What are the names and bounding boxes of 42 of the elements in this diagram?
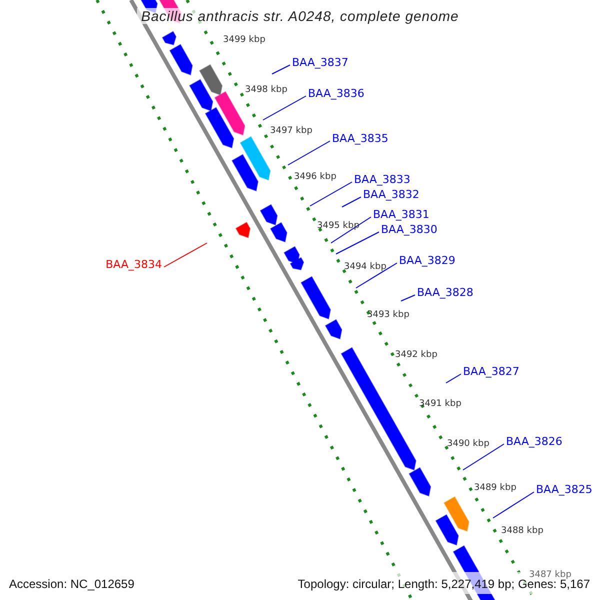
position-label: 3499 kbp	[223, 35, 266, 46]
gene-label: BAA_3837	[292, 56, 348, 69]
leader-line	[336, 232, 380, 254]
genome-summary-text: Topology: circular; Length: 5,227,419 bp; Genes: 5,167	[298, 577, 590, 593]
leader-line	[262, 96, 306, 120]
leader-line	[310, 182, 352, 206]
leader-line	[446, 374, 462, 384]
gene-label: BAA_3832	[363, 188, 420, 201]
position-label: 3487 kbp	[529, 570, 572, 580]
position-label: 3490 kbp	[447, 439, 490, 450]
gene-label: BAA_3834	[106, 258, 162, 271]
position-label: 3491 kbp	[419, 399, 462, 410]
accession-text: Accession: NC_012659	[9, 576, 134, 593]
gene-label: BAA_3825	[536, 483, 592, 496]
position-label: 3493 kbp	[367, 310, 410, 321]
position-label: 3497 kbp	[270, 126, 312, 137]
leader-line	[164, 242, 208, 268]
leader-line	[342, 196, 362, 208]
gene-label: BAA_3836	[308, 87, 364, 100]
position-label: 3496 kbp	[294, 172, 336, 183]
leader-line	[492, 492, 534, 518]
leader-line	[400, 294, 416, 302]
title: Bacillus anthracis str. A0248, complete genome	[0, 6, 600, 27]
leader-line	[462, 444, 504, 470]
gene-label: BAA_3830	[381, 223, 438, 236]
gene-label: BAA_3833	[354, 173, 410, 186]
leader-line	[356, 262, 398, 288]
leader-line	[330, 216, 372, 244]
gene-label: BAA_3828	[417, 286, 474, 299]
gene-label: BAA_3827	[463, 365, 520, 378]
position-label: 3492 kbp	[395, 350, 438, 361]
gene-label: BAA_3835	[332, 132, 388, 145]
position-label: 3495 kbp	[317, 221, 360, 232]
gene-label: BAA_3831	[373, 208, 430, 221]
gene-label: BAA_3826	[506, 435, 562, 448]
gene-label: BAA_3829	[399, 254, 456, 267]
leader-line	[288, 140, 330, 166]
position-label: 3494 kbp	[344, 262, 386, 273]
leader-line	[272, 64, 290, 74]
position-label: 3498 kbp	[245, 85, 288, 96]
position-label: 3489 kbp	[474, 483, 516, 494]
position-label: 3488 kbp	[501, 526, 544, 537]
